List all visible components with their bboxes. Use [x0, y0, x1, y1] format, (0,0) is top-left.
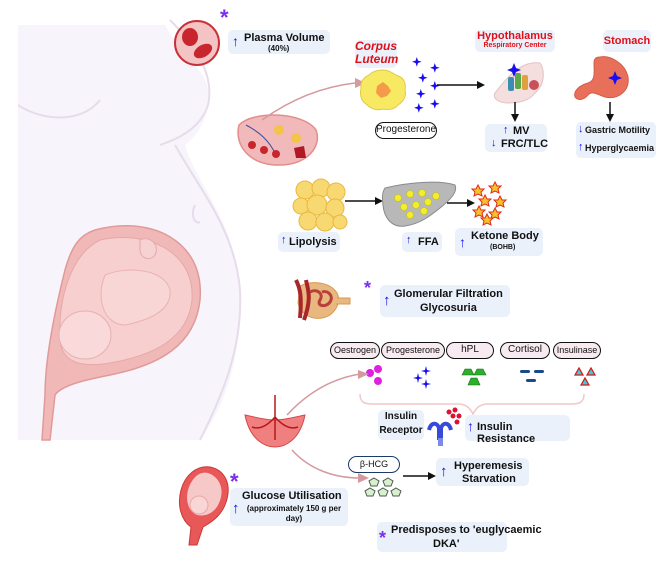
hyperglycaemia-label: Hyperglycaemia [585, 143, 655, 153]
glycosuria-label: Glycosuria [420, 302, 477, 314]
hypothalamus-title: Hypothalamus Respiratory Center [475, 30, 555, 52]
ovary-icon [237, 114, 319, 166]
down-arrow-icon: ↓ [491, 137, 497, 149]
arrow-stomach-down [606, 102, 614, 122]
up-arrow-icon: ↑ [467, 418, 474, 434]
hcg-molecules-icon [364, 477, 402, 497]
cortisol-symbol-icon [520, 370, 544, 382]
corpus-luteum-line2: Luteum [355, 52, 399, 66]
kidney-glomerulus-icon [294, 279, 351, 321]
up-arrow-icon: ↑ [383, 292, 391, 309]
oestrogen-symbol-icon [366, 365, 382, 385]
down-arrow-icon: ↓ [578, 123, 584, 135]
up-arrow-icon: ↑ [281, 234, 287, 246]
significance-star-icon: * [379, 528, 387, 548]
glomerular-filtration-label: Glomerular Filtration [394, 288, 503, 300]
hyperemesis-box: ↑ Hyperemesis Starvation [436, 458, 529, 486]
hypothalamus-effects-box: ↑ MV ↓ FRC/TLC [485, 124, 549, 152]
arrow-cl-to-hypothalamus [437, 81, 485, 89]
arrow-hcg-to-hyperemesis [403, 472, 436, 480]
insulin-receptor-line2: Receptor [379, 425, 423, 436]
corpus-luteum-line1: Corpus [355, 39, 397, 53]
pink-arrow-ovary-to-cl [261, 78, 366, 121]
progesterone-molecules-icon [412, 57, 440, 113]
significance-star-icon: * [220, 5, 229, 30]
significance-star-icon: * [364, 278, 372, 298]
stomach-title: Stomach [603, 30, 651, 52]
hyperemesis-label: Hyperemesis [454, 460, 523, 472]
gastric-motility-label: Gastric Motility [585, 125, 651, 135]
ffa-label: FFA [418, 236, 439, 248]
lipolysis-box: ↑ Lipolysis [278, 232, 340, 252]
starvation-label: Starvation [462, 473, 516, 485]
up-arrow-icon: ↑ [232, 33, 239, 49]
insulin-receptor-box: Insulin Receptor [378, 410, 424, 440]
corpus-luteum-title: Corpus Luteum [355, 39, 399, 68]
hypothalamus-label: Hypothalamus [477, 30, 553, 42]
uterus-fetus-icon [41, 225, 201, 441]
insulin-receptor-line1: Insulin [384, 411, 418, 422]
euglycaemic-dka-box: * Predisposes to 'euglycaemic DKA' [377, 522, 542, 552]
ketone-body-label: Ketone Body [471, 230, 539, 242]
glucose-utilisation-box: ↑ Glucose Utilisation (approximately 150… [230, 488, 348, 526]
hypothalamus-subtitle: Respiratory Center [483, 42, 547, 49]
up-arrow-icon: ↑ [232, 500, 240, 517]
dka-line2: DKA' [433, 538, 460, 550]
adipose-tissue-icon [292, 178, 348, 232]
hypothalamus-brain-icon [493, 62, 544, 104]
up-arrow-icon: ↑ [440, 463, 448, 480]
stomach-icon [574, 56, 629, 100]
pink-arrow-placenta-to-hcg [291, 449, 369, 483]
liver-icon [381, 181, 457, 227]
glucose-utilisation-label: Glucose Utilisation [242, 490, 342, 502]
hormone-pill-insulinase: Insulinase [553, 342, 601, 359]
insulin-resistance-box: ↑ Insulin Resistance [465, 415, 570, 445]
significance-star-icon: * [230, 469, 239, 494]
glomerular-filtration-box: ↑ Glomerular Filtration Glycosuria [380, 285, 510, 317]
hormone-pill-hpl: hPL [446, 342, 494, 359]
placenta-icon [244, 395, 306, 448]
insulin-receptor-icon [427, 407, 462, 446]
hpl-symbol-icon [461, 368, 487, 386]
plasma-volume-label: Plasma Volume [244, 32, 325, 44]
fetus-in-uterus-icon [178, 466, 229, 546]
hormone-pill-progesterone: Progesterone [381, 342, 445, 359]
ketone-bodies-icon [470, 180, 508, 226]
frc-tlc-label: FRC/TLC [501, 138, 549, 150]
hormone-pill-cortisol: Cortisol [500, 342, 550, 359]
bracket-hormones [359, 393, 585, 416]
insulinase-symbol-icon [573, 366, 597, 386]
arrow-hypothalamus-down [511, 102, 519, 122]
plasma-volume-sub: (40%) [268, 44, 290, 53]
progesterone-pill: Progesterone [375, 122, 437, 139]
stomach-effects-box: ↓ Gastric Motility ↑ Hyperglycaemia [576, 122, 656, 158]
lipolysis-label: Lipolysis [289, 236, 337, 248]
corpus-luteum-icon [360, 69, 406, 111]
glucose-utilisation-sub: (approximately 150 g per day) [246, 504, 342, 523]
up-arrow-icon: ↑ [406, 234, 412, 246]
ketone-body-sub: (BOHB) [490, 244, 516, 251]
arrow-adipose-to-liver [345, 197, 383, 205]
ketone-body-box: ↑ Ketone Body (BOHB) [455, 228, 543, 256]
beta-hcg-pill: β-HCG [348, 456, 400, 473]
mv-label: MV [513, 125, 530, 137]
dka-line1: Predisposes to 'euglycaemic [391, 524, 542, 536]
progesterone-symbol-icon [413, 366, 431, 389]
hormone-pill-oestrogen: Oestrogen [330, 342, 380, 359]
plasma-volume-box: ↑ Plasma Volume (40%) [228, 30, 330, 54]
up-arrow-icon: ↑ [578, 141, 584, 153]
pink-arrow-placenta-to-hormones [286, 370, 369, 416]
ffa-box: ↑ FFA [402, 232, 442, 252]
hormone-symbols-row [366, 365, 597, 389]
up-arrow-icon: ↑ [503, 124, 509, 136]
insulin-resistance-label: Insulin Resistance [477, 421, 536, 445]
red-blood-cells-icon [174, 20, 220, 66]
arrow-liver-to-ketone [447, 199, 475, 207]
up-arrow-icon: ↑ [459, 234, 466, 250]
